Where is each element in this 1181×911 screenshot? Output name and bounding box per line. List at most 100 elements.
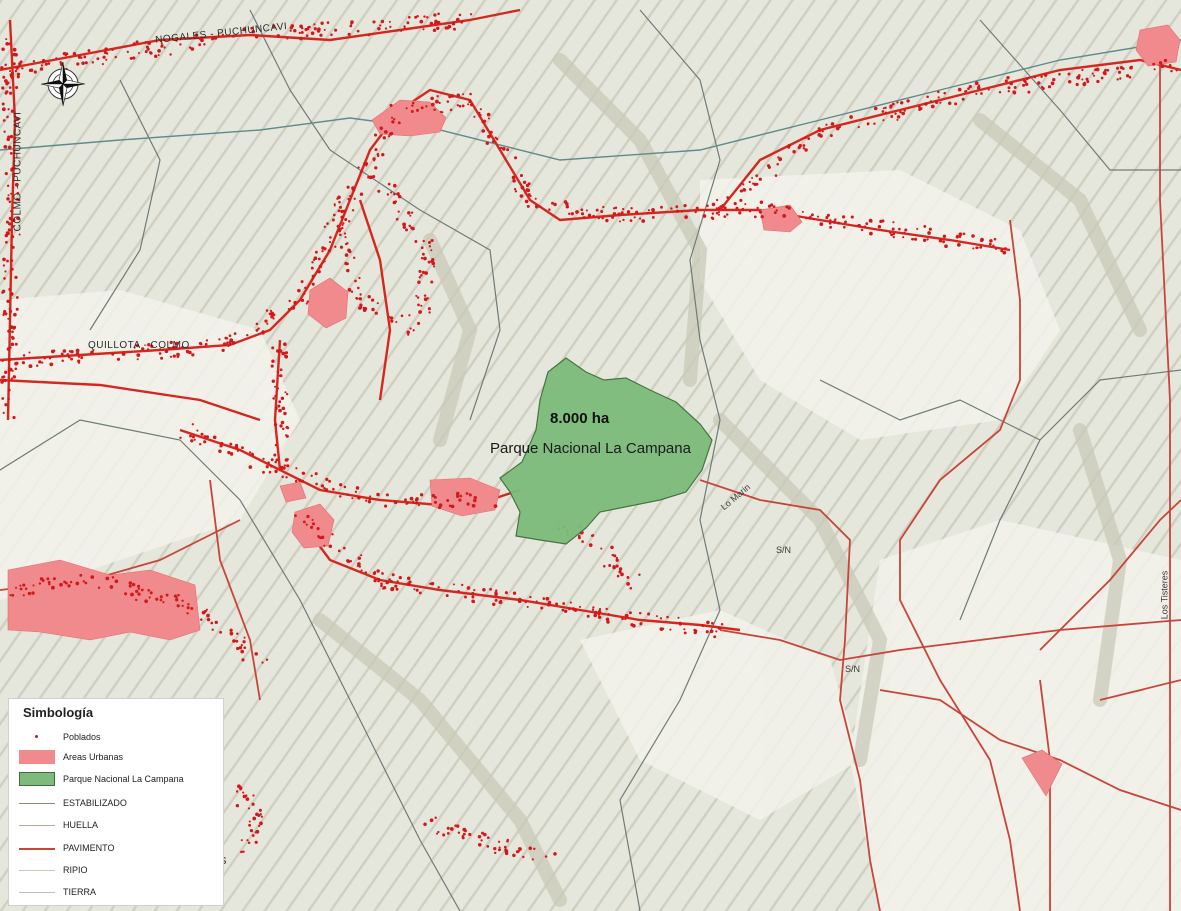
poblado-point [480, 839, 483, 842]
poblado-point [338, 233, 342, 237]
poblado-point [240, 644, 243, 647]
poblado-point [373, 133, 378, 137]
poblado-point [295, 467, 298, 470]
poblado-point [837, 221, 841, 225]
poblado-point [1095, 67, 1100, 72]
poblado-point [92, 349, 95, 352]
poblado-point [467, 103, 470, 106]
poblado-point [259, 821, 263, 826]
poblado-point [61, 359, 64, 362]
poblado-point [1002, 250, 1007, 255]
poblado-point [513, 187, 517, 191]
poblado-point [1047, 85, 1052, 89]
poblado-point [149, 591, 153, 595]
poblado-point [320, 484, 325, 488]
poblado-point [235, 804, 240, 808]
poblado-point [162, 601, 165, 604]
poblado-point [352, 188, 356, 192]
poblado-point [889, 105, 893, 109]
poblado-point [922, 238, 927, 243]
poblado-point [132, 56, 136, 60]
poblado-point [279, 424, 283, 428]
poblado-point [12, 375, 17, 379]
poblado-point [471, 503, 476, 508]
poblado-point [993, 237, 997, 241]
poblado-point [535, 600, 538, 603]
poblado-point [578, 605, 582, 608]
poblado-point [641, 219, 646, 223]
poblado-point [323, 544, 326, 547]
poblado-point [1116, 78, 1119, 81]
poblado-point [7, 108, 10, 111]
poblado-point [97, 586, 101, 589]
poblado-point [385, 493, 389, 497]
poblado-point [522, 855, 525, 859]
poblado-point [397, 121, 401, 125]
poblado-point [251, 802, 255, 806]
poblado-point [10, 342, 15, 347]
poblado-point [680, 210, 684, 213]
parque-nacional-la-campana[interactable] [499, 357, 713, 545]
poblado-point [892, 235, 895, 239]
poblado-point [114, 55, 118, 59]
poblado-point [555, 602, 559, 606]
poblado-point [255, 829, 260, 834]
poblado-point [563, 200, 568, 204]
poblado-point [512, 591, 517, 595]
poblado-point [531, 858, 534, 861]
poblado-point [655, 615, 658, 618]
poblado-point [274, 406, 278, 411]
poblado-point [339, 483, 343, 487]
poblado-point [463, 829, 467, 833]
poblado-point [258, 808, 262, 812]
poblado-point [257, 327, 260, 330]
poblado-point [567, 212, 571, 216]
poblado-point [10, 235, 15, 239]
poblado-point [354, 490, 358, 493]
poblado-point [81, 61, 85, 65]
poblado-point [424, 271, 429, 275]
poblado-point [276, 387, 280, 390]
poblado-point [12, 165, 16, 170]
poblado-point [55, 57, 58, 60]
poblado-point [325, 477, 329, 482]
poblado-point [242, 794, 247, 799]
poblado-point [254, 35, 259, 39]
poblado-point [275, 458, 279, 462]
poblado-point [231, 341, 236, 345]
poblado-point [278, 349, 283, 353]
poblado-point [377, 577, 381, 582]
legend-panel: Simbología Poblados Areas Urbanas Parque… [8, 698, 224, 906]
poblado-point [311, 522, 316, 526]
poblado-point [397, 210, 400, 213]
legend-item-tierra: TIERRA [19, 884, 96, 900]
road-label-quillota-colmo: QUILLOTA - COLMO [88, 340, 190, 351]
poblado-point [310, 266, 314, 270]
poblado-point [324, 488, 329, 492]
legend-label: ESTABILIZADO [63, 798, 127, 808]
poblado-point [395, 320, 398, 324]
poblado-point [407, 211, 411, 215]
poblado-point [449, 25, 452, 28]
poblado-point [539, 205, 542, 208]
poblado-point [337, 549, 341, 553]
poblado-point [62, 51, 67, 56]
poblado-point [350, 22, 353, 26]
poblado-point [7, 329, 11, 333]
poblado-point [1168, 63, 1172, 67]
poblado-point [79, 573, 83, 577]
poblado-point [30, 365, 33, 368]
poblado-point [311, 277, 314, 281]
poblado-point [48, 357, 52, 360]
poblado-point [5, 240, 8, 244]
poblado-point [121, 352, 126, 356]
poblado-point [600, 547, 603, 550]
poblado-point [128, 584, 132, 588]
poblado-point [892, 232, 896, 236]
legend-item-poblados: Poblados [19, 729, 101, 745]
poblado-point [63, 580, 66, 584]
poblado-point [445, 594, 449, 598]
poblado-point [271, 25, 275, 28]
poblado-point [455, 17, 460, 22]
